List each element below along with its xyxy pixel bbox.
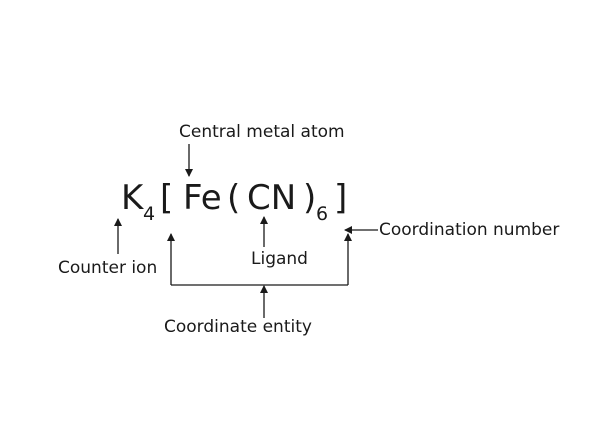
ligand-label: Ligand xyxy=(251,249,308,269)
counter-ion-label: Counter ion xyxy=(58,258,158,278)
central-metal-atom-label: Central metal atom xyxy=(179,122,345,142)
close-square-bracket: ] xyxy=(334,178,348,218)
coordination-number-label: Coordination number xyxy=(379,220,560,240)
close-paren: ) xyxy=(303,178,317,218)
ligand-subscript: 6 xyxy=(316,203,329,225)
metal-symbol: Fe xyxy=(183,178,222,218)
open-square-bracket: [ xyxy=(160,178,174,218)
ligand-symbol: CN xyxy=(247,178,297,218)
counter-ion-symbol: K xyxy=(121,178,144,218)
counter-ion-subscript: 4 xyxy=(143,203,156,225)
open-paren: ( xyxy=(227,178,241,218)
coordinate-entity-label: Coordinate entity xyxy=(164,317,312,337)
